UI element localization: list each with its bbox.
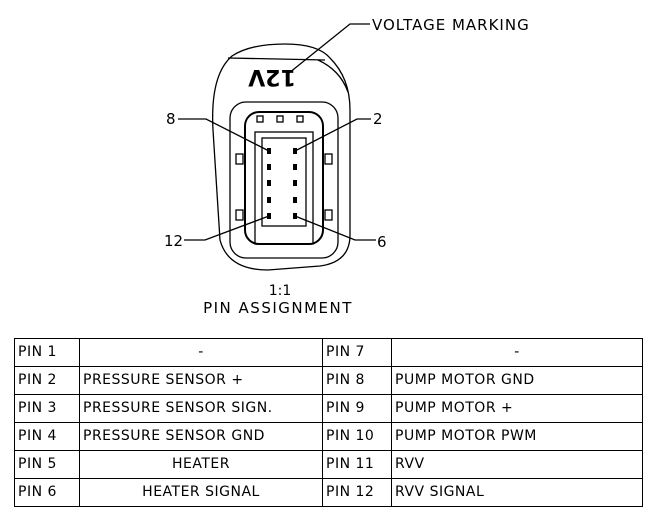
pin-function: - [79, 338, 323, 367]
table-row: PIN 6 HEATER SIGNAL PIN 12 RVV SIGNAL [14, 478, 643, 507]
pin-contacts [267, 148, 297, 219]
voltage-leader [288, 23, 370, 74]
pin-label-12: 12 [164, 232, 183, 250]
connector-frame [229, 101, 339, 259]
table-row: PIN 4 PRESSURE SENSOR GND PIN 10 PUMP MO… [14, 422, 643, 451]
pin-function: PRESSURE SENSOR SIGN. [79, 394, 323, 423]
pin-number: PIN 4 [14, 422, 80, 451]
voltage-marking-label: VOLTAGE MARKING [372, 16, 530, 34]
table-row: PIN 2 PRESSURE SENSOR + PIN 8 PUMP MOTOR… [14, 366, 643, 395]
pin-function: PUMP MOTOR PWM [391, 422, 643, 451]
pin-number: PIN 1 [14, 338, 80, 367]
table-row: PIN 5 HEATER PIN 11 RVV [14, 450, 643, 479]
table-row: PIN 3 PRESSURE SENSOR SIGN. PIN 9 PUMP M… [14, 394, 643, 423]
pin-number: PIN 12 [322, 478, 392, 507]
pin-function: HEATER SIGNAL [79, 478, 323, 507]
pin-number: PIN 9 [322, 394, 392, 423]
pin-number: PIN 7 [322, 338, 392, 367]
pin-number: PIN 2 [14, 366, 80, 395]
connector-latch [317, 59, 349, 93]
voltage-marking-text: 12V [248, 64, 296, 89]
pin-function: - [391, 338, 643, 367]
pin-number: PIN 5 [14, 450, 80, 479]
connector-drawing: VOLTAGE MARKING 12V 8 2 12 6 1:1 PIN ASS… [164, 16, 530, 317]
pin-function: RVV SIGNAL [391, 478, 643, 507]
pin-label-8: 8 [166, 110, 176, 128]
pin-function: PRESSURE SENSOR GND [79, 422, 323, 451]
pin-function: HEATER [79, 450, 323, 479]
pin-number: PIN 10 [322, 422, 392, 451]
pin-function: PUMP MOTOR GND [391, 366, 643, 395]
pin-assignment-table: PIN 1 - PIN 7 - PIN 2 PRESSURE SENSOR + … [14, 338, 643, 507]
scale-label: 1:1 [269, 283, 292, 299]
pin-label-2: 2 [373, 110, 383, 128]
drawing-title: PIN ASSIGNMENT [203, 299, 353, 317]
table-row: PIN 1 - PIN 7 - [14, 338, 643, 367]
connector-body [212, 43, 351, 271]
pin-function: PRESSURE SENSOR + [79, 366, 323, 395]
pin-function: RVV [391, 450, 643, 479]
pin-number: PIN 3 [14, 394, 80, 423]
pin-number: PIN 8 [322, 366, 392, 395]
pin-function: PUMP MOTOR + [391, 394, 643, 423]
pin-number: PIN 11 [322, 450, 392, 479]
pin-number: PIN 6 [14, 478, 80, 507]
pin-label-6: 6 [377, 233, 387, 251]
